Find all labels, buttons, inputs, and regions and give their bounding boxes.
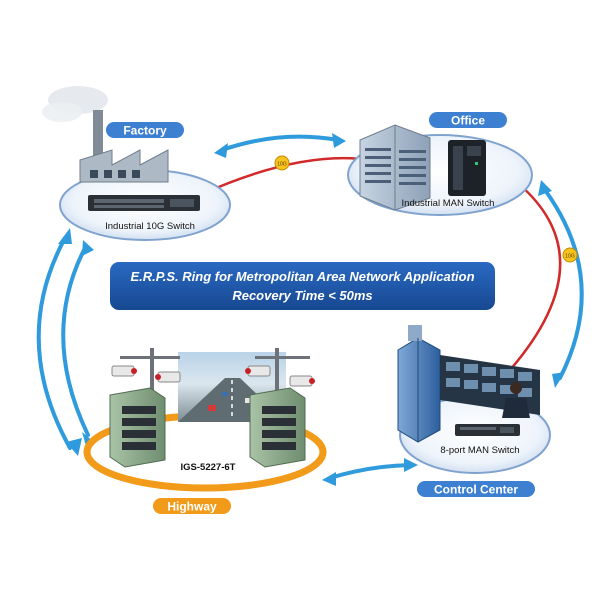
operator-figure xyxy=(502,382,530,418)
control-center-label: Control Center xyxy=(434,483,518,497)
link-badge-factory-office: 10G xyxy=(274,155,290,171)
arrow-factory-highway-inner xyxy=(61,246,90,437)
factory-device-caption: Industrial 10G Switch xyxy=(105,221,195,232)
factory-label: Factory xyxy=(123,124,167,138)
office-badge: Office xyxy=(427,110,509,130)
office-label: Office xyxy=(451,114,485,128)
title-line-1: E.R.P.S. Ring for Metropolitan Area Netw… xyxy=(130,269,474,284)
arrowheads xyxy=(58,133,565,486)
link-badge-office-control: 10G xyxy=(562,247,578,263)
control-center-switch-device xyxy=(455,424,520,436)
title-banner: E.R.P.S. Ring for Metropolitan Area Netw… xyxy=(110,262,495,310)
control-center-badge: Control Center xyxy=(415,479,537,499)
control-center-device-caption: 8-port MAN Switch xyxy=(440,445,519,456)
highway-label: Highway xyxy=(167,500,217,514)
roadside-cabinet-left xyxy=(109,387,166,468)
arrow-highway-control xyxy=(328,463,412,480)
factory-illustration xyxy=(42,86,169,183)
ring-link-office-control xyxy=(509,184,562,371)
arrow-factory-office xyxy=(220,134,340,152)
factory-badge: Factory xyxy=(104,120,186,140)
link-speed-factory-office: 10G xyxy=(277,162,287,168)
title-line-2: Recovery Time < 50ms xyxy=(232,288,372,303)
link-speed-office-control: 10G xyxy=(565,254,575,260)
camera-icons xyxy=(111,365,315,387)
roadside-cabinet-right xyxy=(249,387,306,468)
office-switch-device xyxy=(448,140,486,196)
office-device-caption: Industrial MAN Switch xyxy=(402,198,495,209)
highway-badge: Highway xyxy=(151,496,233,516)
office-building xyxy=(359,124,431,211)
arrow-office-control xyxy=(543,188,584,380)
ring-arrows xyxy=(36,134,584,480)
highway-device-caption: IGS-5227-6T xyxy=(181,462,236,473)
surveillance-poles xyxy=(111,348,315,408)
arrow-factory-highway-outer xyxy=(36,236,72,450)
factory-switch-device xyxy=(88,195,200,211)
ring-link-factory-office xyxy=(199,156,371,197)
control-center-tower xyxy=(397,325,441,443)
